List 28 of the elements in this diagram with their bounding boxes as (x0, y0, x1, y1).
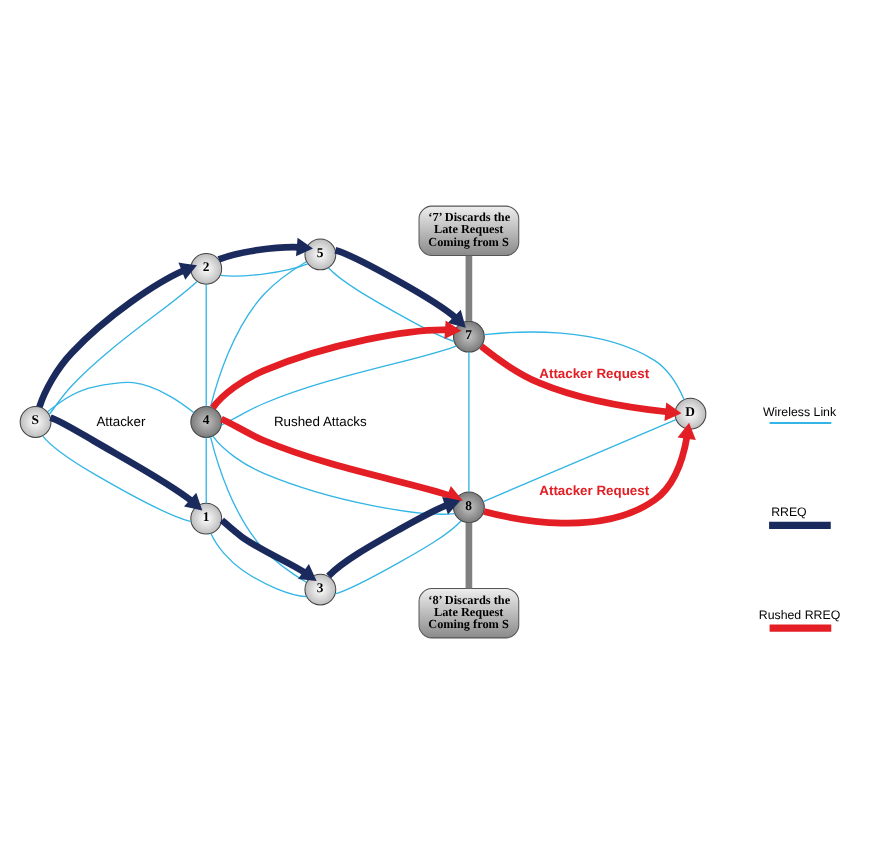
connector (212, 435, 456, 515)
arrow (217, 237, 313, 263)
connector (209, 436, 307, 583)
connector (482, 418, 677, 503)
connector (205, 283, 207, 408)
arrow (219, 517, 317, 582)
connector (468, 351, 470, 493)
connector (47, 381, 195, 414)
arrow (326, 496, 461, 579)
connector (334, 520, 462, 595)
arrow (479, 343, 682, 421)
connector (483, 331, 685, 401)
connector (465, 522, 473, 589)
connector (209, 261, 307, 408)
connector (42, 435, 192, 523)
connector (48, 280, 198, 416)
connector (327, 267, 455, 342)
arrow (210, 320, 462, 410)
arrow (36, 262, 197, 408)
arrow (220, 415, 463, 504)
connector (220, 345, 458, 426)
connector (465, 255, 473, 321)
arrow (49, 414, 203, 511)
connector (210, 532, 308, 598)
connector (219, 263, 309, 277)
connector (205, 436, 207, 504)
arrow (334, 246, 466, 328)
arrow (483, 422, 696, 527)
